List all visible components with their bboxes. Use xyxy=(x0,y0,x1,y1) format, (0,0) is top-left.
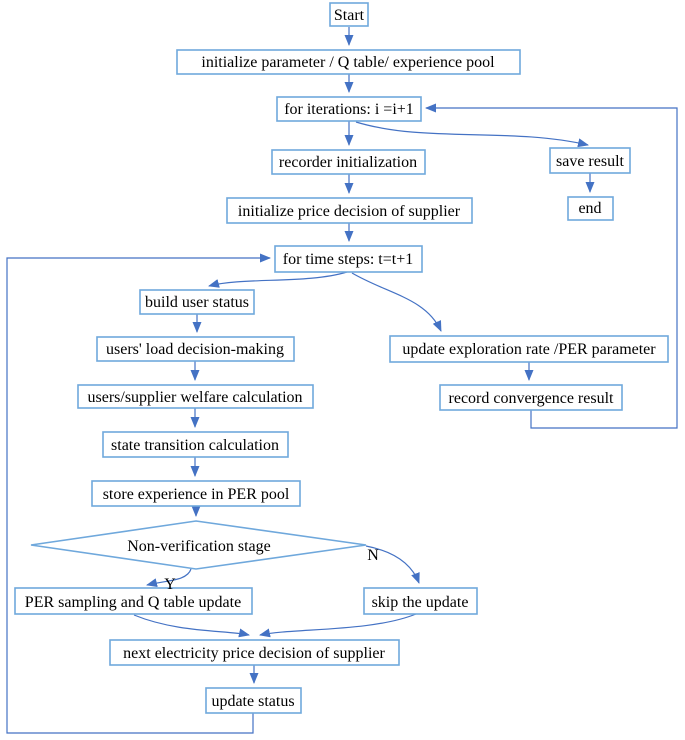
node-skip-update: skip the update xyxy=(363,587,478,615)
node-store-experience-label: store experience in PER pool xyxy=(103,486,290,503)
edge-for-time-steps-to-build-user xyxy=(208,271,348,288)
node-skip-update-box xyxy=(363,587,478,615)
branch-label-yes: Y xyxy=(164,576,176,593)
edge-record-to-for-iterations-loop xyxy=(425,103,678,429)
node-recorder-init-box xyxy=(271,149,426,175)
node-state-transition: state transition calculation xyxy=(102,431,289,458)
edge-for-time-steps-to-update-exploration xyxy=(351,272,442,332)
node-update-exploration-label: update exploration rate /PER parameter xyxy=(402,341,656,358)
node-save-result: save result xyxy=(549,147,631,174)
node-per-sampling: PER sampling and Q table update xyxy=(14,587,253,615)
node-build-user-status-box xyxy=(139,289,255,315)
node-for-iterations: for iterations: i =i+1 xyxy=(276,96,422,122)
node-non-verification-decision: Non-verification stage xyxy=(30,520,367,570)
node-update-exploration: update exploration rate /PER parameter xyxy=(389,335,669,363)
node-state-transition-label: state transition calculation xyxy=(111,437,279,454)
node-next-price-box xyxy=(109,639,400,666)
edge-update-status-to-for-time-steps-loop xyxy=(6,253,271,734)
node-next-price-label: next electricity price decision of suppl… xyxy=(123,645,385,662)
node-update-exploration-box xyxy=(389,335,669,363)
node-recorder-init-label: recorder initialization xyxy=(279,154,417,171)
node-per-sampling-box xyxy=(14,587,253,615)
node-start-label: Start xyxy=(334,7,365,24)
node-for-time-steps-label: for time steps: t=t+1 xyxy=(283,251,413,268)
node-record-convergence-box xyxy=(439,384,623,411)
node-per-sampling-label: PER sampling and Q table update xyxy=(25,594,241,611)
node-for-iterations-label: for iterations: i =i+1 xyxy=(284,101,414,118)
node-users-load: users' load decision-making xyxy=(96,336,295,362)
node-users-load-box xyxy=(96,336,295,362)
node-start: Start xyxy=(329,2,369,27)
node-update-status-box xyxy=(205,687,302,714)
node-state-transition-box xyxy=(102,431,289,458)
node-init-price: initialize price decision of supplier xyxy=(226,197,473,224)
node-end: end xyxy=(567,196,614,221)
node-init-pool-box xyxy=(176,49,521,75)
node-init-price-label: initialize price decision of supplier xyxy=(238,203,461,220)
node-store-experience: store experience in PER pool xyxy=(91,480,301,507)
edge-skip-update-to-next-price xyxy=(259,613,417,638)
edge-decision-no-to-skip-update xyxy=(365,545,420,584)
node-update-status: update status xyxy=(205,687,302,714)
node-init-price-box xyxy=(226,197,473,224)
node-save-result-box xyxy=(549,147,631,174)
node-build-user-status-label: build user status xyxy=(145,294,249,311)
node-skip-update-label: skip the update xyxy=(372,594,469,611)
node-init-pool: initialize parameter / Q table/ experien… xyxy=(176,49,521,75)
branch-label-no: N xyxy=(367,547,379,564)
flow-edges xyxy=(6,27,678,734)
node-update-status-label: update status xyxy=(211,693,294,710)
node-next-price: next electricity price decision of suppl… xyxy=(109,639,400,666)
node-end-box xyxy=(567,196,614,221)
node-non-verification-diamond xyxy=(30,520,367,570)
node-users-supplier-welfare: users/supplier welfare calculation xyxy=(77,384,314,409)
node-build-user-status: build user status xyxy=(139,289,255,315)
node-users-supplier-welfare-label: users/supplier welfare calculation xyxy=(87,389,302,406)
node-start-box xyxy=(329,2,369,27)
node-record-convergence: record convergence result xyxy=(439,384,623,411)
node-non-verification-label: Non-verification stage xyxy=(127,538,271,555)
node-record-convergence-label: record convergence result xyxy=(449,390,615,407)
edge-per-sampling-to-next-price xyxy=(133,614,250,638)
node-end-label: end xyxy=(578,200,601,217)
node-save-result-label: save result xyxy=(556,153,625,170)
edge-for-iterations-to-save-result xyxy=(355,121,589,148)
node-users-load-label: users' load decision-making xyxy=(106,341,284,358)
node-for-iterations-box xyxy=(276,96,422,122)
node-store-experience-box xyxy=(91,480,301,507)
node-for-time-steps: for time steps: t=t+1 xyxy=(274,245,423,273)
node-init-pool-label: initialize parameter / Q table/ experien… xyxy=(201,54,495,71)
edge-decision-yes-to-per-sampling xyxy=(146,568,192,588)
node-for-time-steps-box xyxy=(274,245,423,273)
node-recorder-init: recorder initialization xyxy=(271,149,426,175)
node-users-supplier-welfare-box xyxy=(77,384,314,409)
